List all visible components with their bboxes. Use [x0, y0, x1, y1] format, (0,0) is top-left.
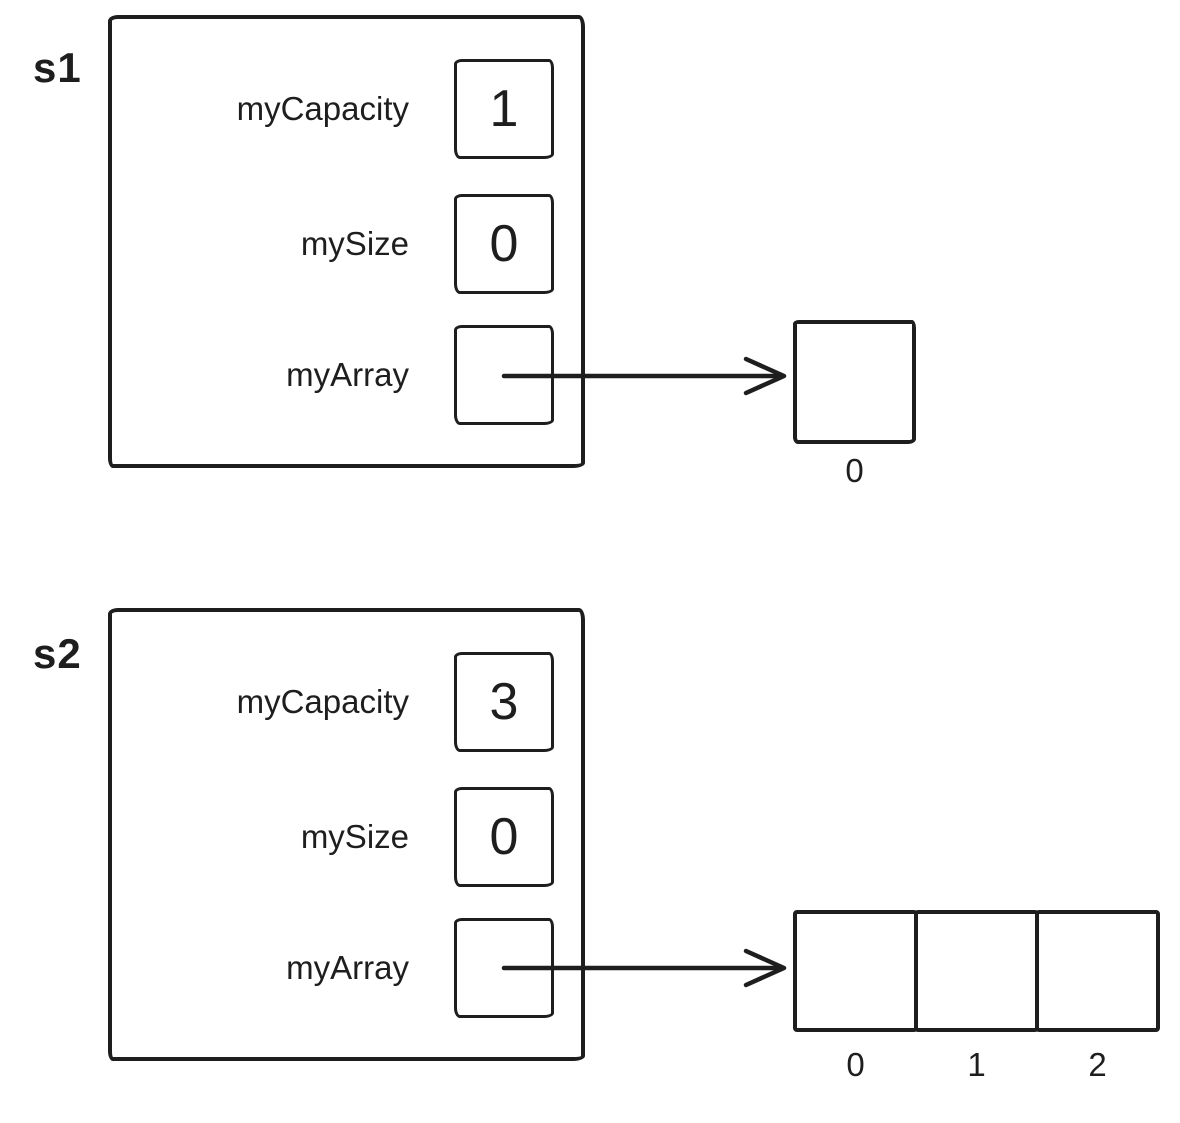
field-value-mysize: 0 [454, 194, 554, 294]
field-label-mycapacity: myCapacity [236, 90, 409, 127]
heap-array-cell [793, 910, 918, 1032]
array-index-label: 1 [967, 1046, 986, 1083]
array-index-label: 2 [1088, 1046, 1107, 1083]
object-label-s1: s1 [33, 44, 82, 91]
pointer-arrow-s2 [501, 948, 787, 988]
field-label-mysize: mySize [300, 225, 409, 262]
heap-array-cell [914, 910, 1039, 1032]
field-label-mycapacity: myCapacity [236, 683, 409, 720]
object-box-s1: myCapacity 1 mySize 0 myArray [108, 15, 585, 468]
array-index-row: 0 1 2 [793, 1046, 1160, 1084]
field-value-mycapacity: 1 [454, 59, 554, 159]
field-label-myarray: myArray [286, 949, 409, 986]
heap-array-cell-s1 [793, 320, 916, 444]
field-label-myarray: myArray [286, 356, 409, 393]
field-row-mycapacity: myCapacity 3 [112, 652, 581, 752]
field-row-myarray: myArray [112, 918, 581, 1018]
field-row-mycapacity: myCapacity 1 [112, 59, 581, 159]
object-box-s2: myCapacity 3 mySize 0 myArray [108, 608, 585, 1061]
field-row-mysize: mySize 0 [112, 787, 581, 887]
heap-array-cell [1035, 910, 1160, 1032]
field-row-mysize: mySize 0 [112, 194, 581, 294]
array-index-label: 0 [846, 1046, 865, 1083]
object-label-s2: s2 [33, 630, 82, 677]
pointer-arrow-s1 [501, 356, 787, 396]
heap-array-s2 [793, 910, 1160, 1032]
field-value-mysize: 0 [454, 787, 554, 887]
array-index-label: 0 [845, 452, 864, 489]
field-value-mycapacity: 3 [454, 652, 554, 752]
field-label-mysize: mySize [300, 818, 409, 855]
